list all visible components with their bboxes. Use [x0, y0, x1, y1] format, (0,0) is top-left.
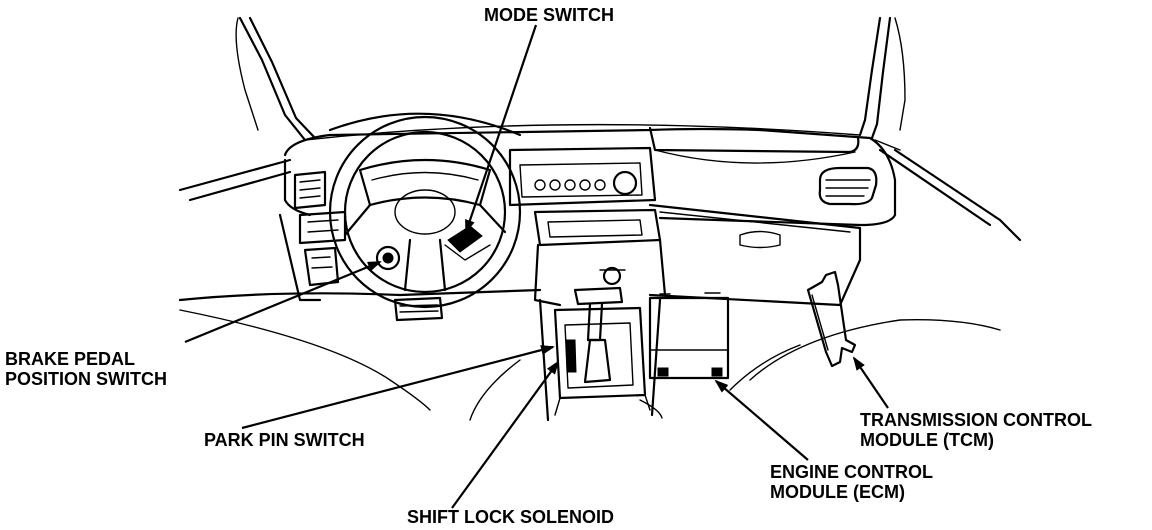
park-pin-switch-label: PARK PIN SWITCH — [204, 430, 365, 450]
mode-switch-leader — [464, 24, 538, 234]
gear-shifter — [469, 286, 662, 422]
tcm-leader — [852, 356, 889, 409]
park-pin-leader — [241, 345, 555, 430]
brake-pedal-line2: POSITION SWITCH — [5, 369, 167, 389]
ecm-line2: MODULE (ECM) — [770, 482, 905, 502]
ecm-label: ENGINE CONTROL MODULE (ECM) — [770, 462, 933, 502]
tcm-line1: TRANSMISSION CONTROL — [860, 410, 1092, 430]
tcm-component — [806, 270, 857, 368]
tcm-label: TRANSMISSION CONTROL MODULE (TCM) — [860, 410, 1092, 450]
ecm-line1: ENGINE CONTROL — [770, 462, 934, 482]
dashboard-outline — [283, 126, 897, 307]
leader-lines — [184, 24, 889, 509]
tcm-line2: MODULE (TCM) — [860, 430, 994, 450]
left-dash-panel — [178, 170, 542, 322]
brake-switch-leader — [184, 260, 382, 344]
steering-wheel — [328, 112, 522, 309]
shift-lock-text: SHIFT LOCK SOLENOID — [407, 507, 614, 527]
brake-switch-component — [375, 245, 401, 271]
shift-lock-solenoid-label: SHIFT LOCK SOLENOID — [407, 507, 614, 527]
center-console — [508, 146, 667, 307]
brake-pedal-line1: BRAKE PEDAL — [5, 349, 136, 369]
mode-switch-text: MODE SWITCH — [484, 5, 614, 25]
brake-pedal-switch-label: BRAKE PEDAL POSITION SWITCH — [5, 349, 167, 389]
mode-switch-component — [444, 225, 491, 261]
shift-lock-leader — [451, 360, 560, 509]
ecm-leader — [714, 379, 809, 461]
floor-contours — [179, 309, 1001, 419]
windshield-frame — [235, 16, 906, 142]
mode-switch-label: MODE SWITCH — [484, 5, 614, 25]
park-pin-text: PARK PIN SWITCH — [204, 430, 365, 450]
side-doors — [178, 139, 1022, 242]
ecm-component — [648, 292, 730, 380]
